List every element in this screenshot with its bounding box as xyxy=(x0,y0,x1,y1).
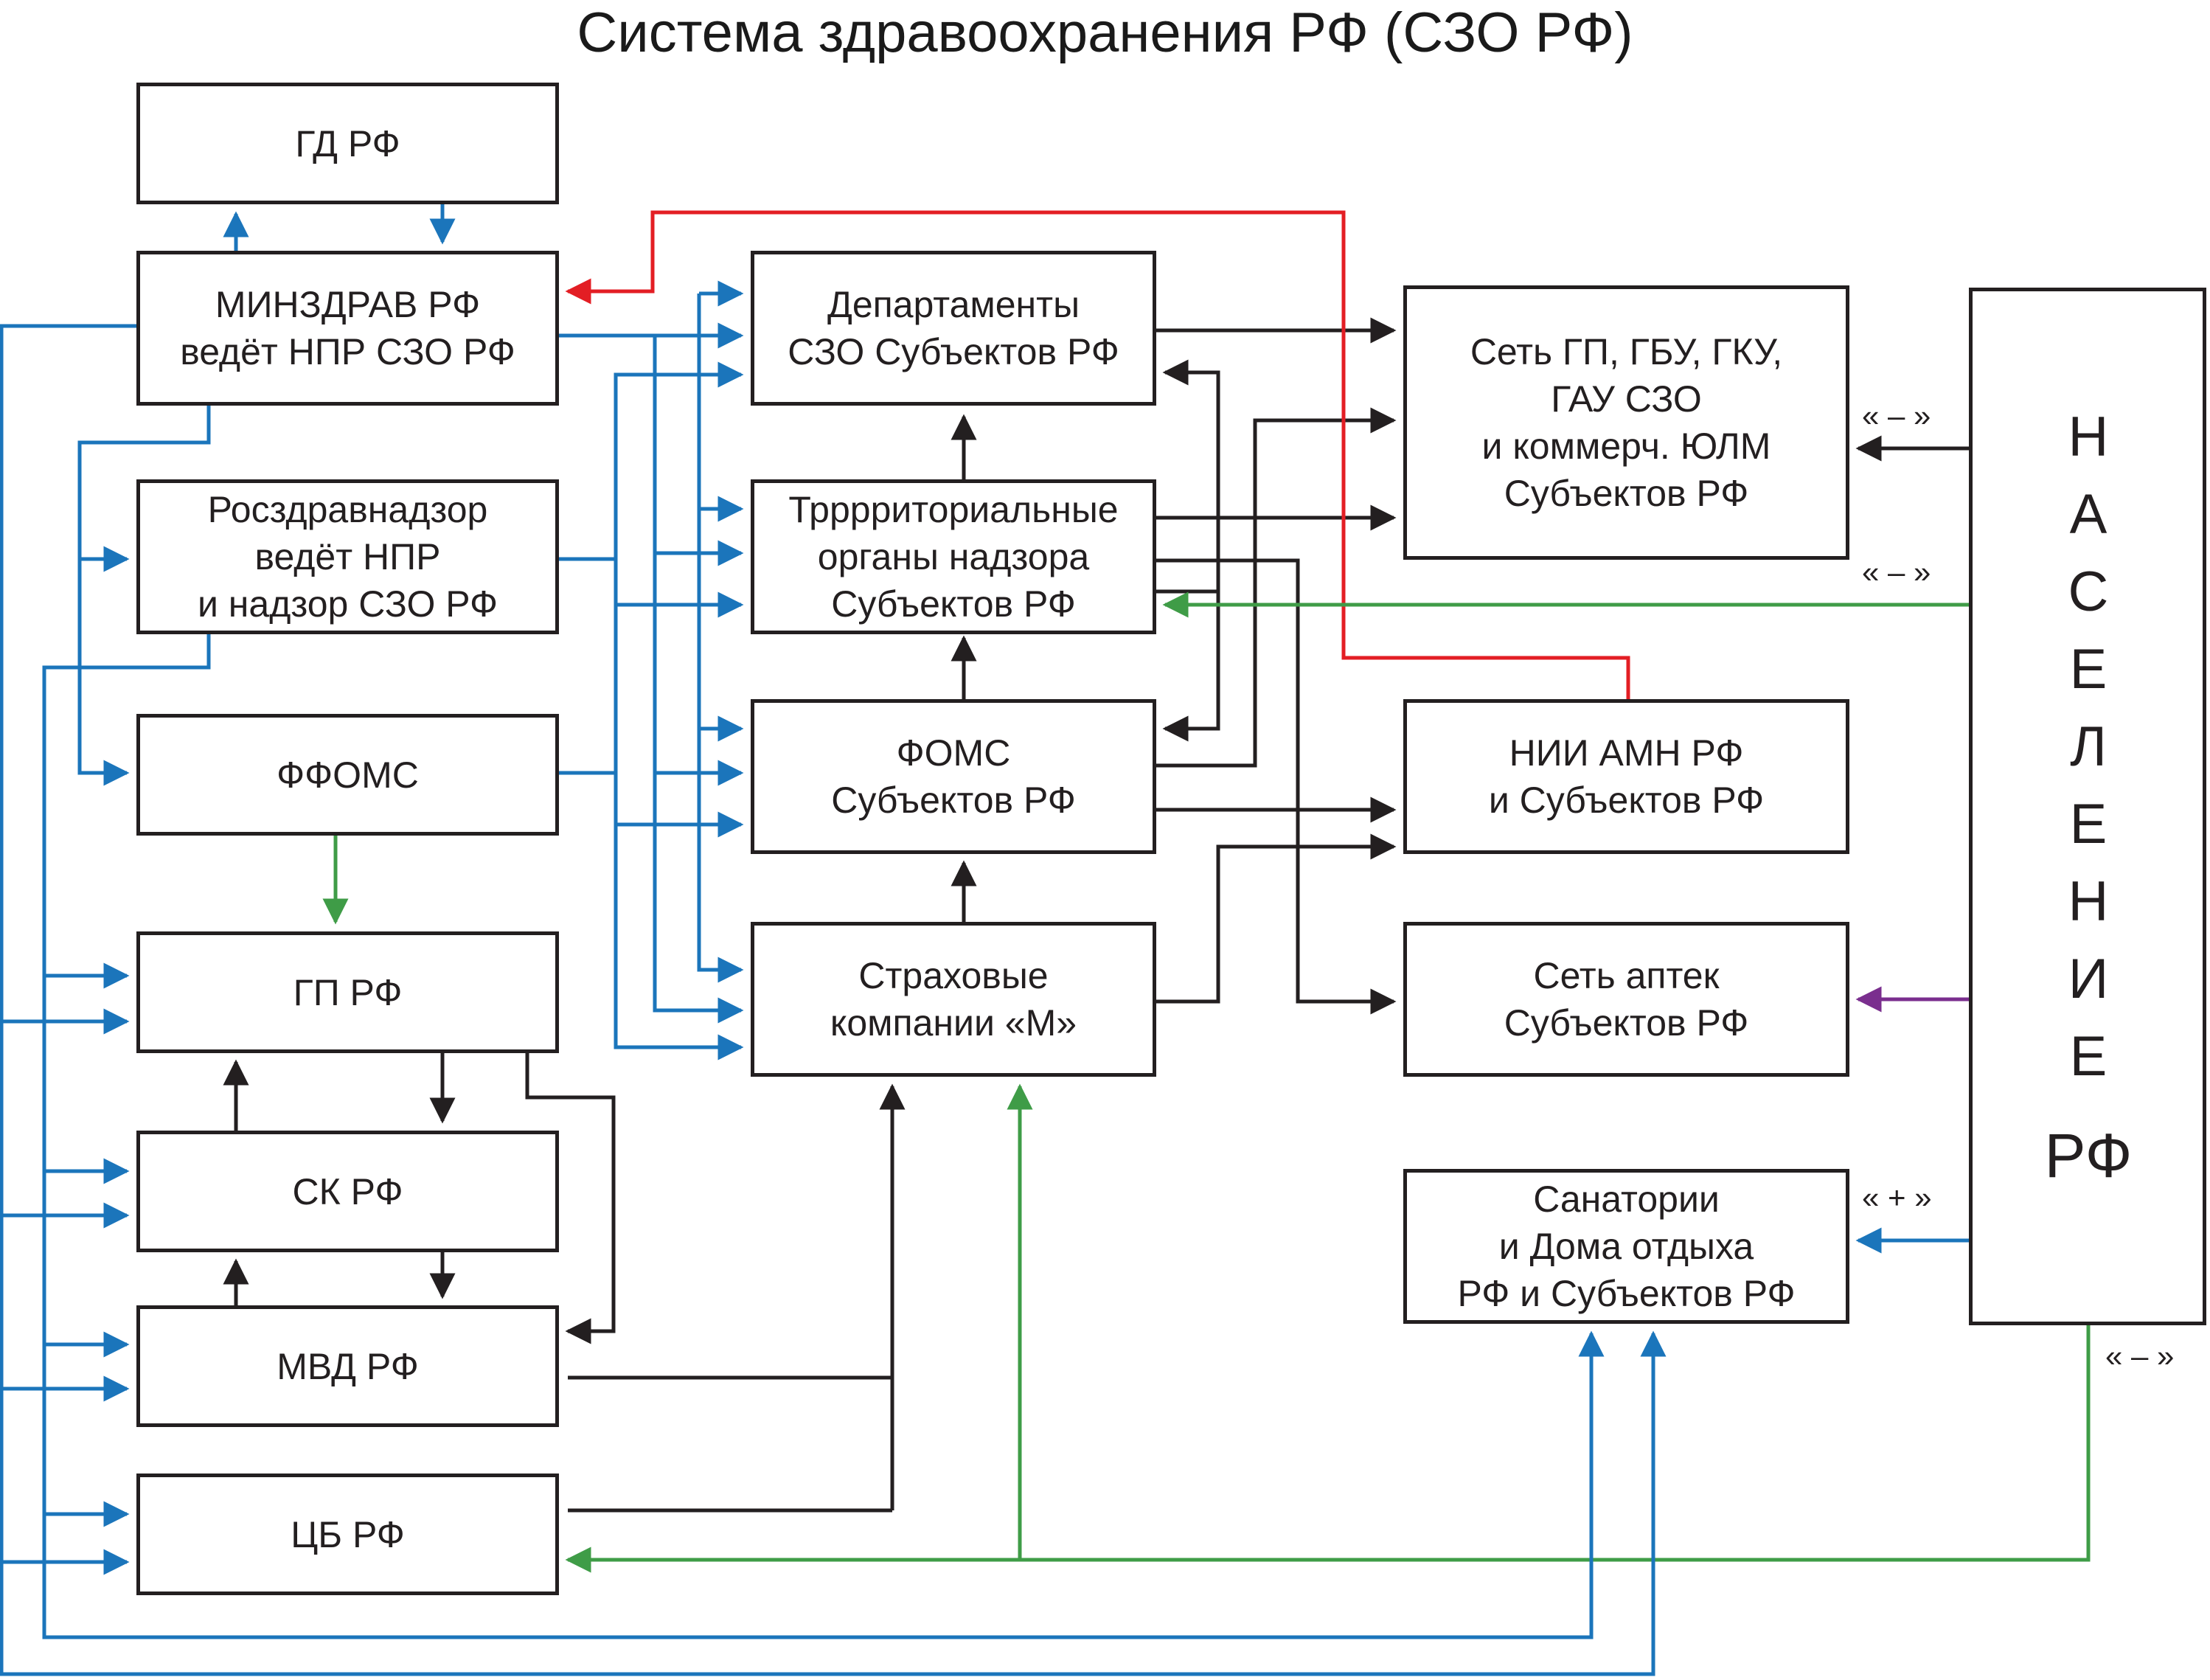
sign-population-to-oversight: « – » xyxy=(1862,555,1931,589)
node-label-line: МВД РФ xyxy=(277,1345,419,1387)
population-letter: С xyxy=(2068,560,2109,623)
blue-connector xyxy=(0,324,1667,1676)
black-connector xyxy=(1156,558,1397,1015)
diagram-title: Система здравоохранения РФ (СЗО РФ) xyxy=(577,1,1633,64)
node-label-line: Субъектов РФ xyxy=(831,780,1076,821)
blue-connector xyxy=(697,294,744,983)
node-label-line: и коммерч. ЮЛМ xyxy=(1481,426,1771,467)
node-label-line: Страховые xyxy=(858,955,1049,996)
node-label-line: ГП РФ xyxy=(293,971,403,1013)
node-sanatoriums: Санатории и Дома отдыха РФ и Субъектов РФ xyxy=(1403,1169,1849,1324)
black-connector xyxy=(1156,359,1220,594)
black-connector xyxy=(1162,591,1220,742)
node-foms: ФОМС Субъектов РФ xyxy=(751,699,1156,854)
population-letter: Е xyxy=(2069,793,2108,855)
population-letter: Н xyxy=(2068,406,2109,468)
node-label-line: Росздравнадзор xyxy=(207,489,488,530)
black-connector xyxy=(1156,407,1397,768)
node-label-line: ведёт НПР СЗО РФ xyxy=(180,331,515,372)
node-label-line: Трррриториальные xyxy=(788,489,1119,530)
node-clinic-network: Сеть ГП, ГБУ, ГКУ, ГАУ СЗО и коммерч. ЮЛМ С… xyxy=(1403,285,1849,560)
sign-population-bottom: « – » xyxy=(2105,1339,2175,1373)
blue-connector xyxy=(614,375,744,1061)
population-letter: Л xyxy=(2070,715,2107,778)
node-label-line: СК РФ xyxy=(292,1170,403,1212)
population-label: Н А С Е Л Е Н И Е РФ xyxy=(1970,398,2206,1195)
node-label-line: и Субъектов РФ xyxy=(1488,780,1765,821)
node-mvd: МВД РФ xyxy=(136,1305,559,1427)
blue-connector xyxy=(42,634,1605,1639)
node-label-line: компании «М» xyxy=(830,1002,1077,1044)
population-letter: А xyxy=(2069,483,2108,546)
population-letter: Е xyxy=(2069,638,2108,701)
node-insurance-companies: Страховые компании «М» xyxy=(751,922,1156,1077)
node-label-line: Субъектов РФ xyxy=(1504,473,1749,514)
node-label-line: Сеть аптек xyxy=(1533,955,1720,996)
population-letter: И xyxy=(2068,948,2109,1010)
node-label-line: Субъектов РФ xyxy=(1504,1002,1749,1044)
population-letter: Е xyxy=(2069,1025,2108,1088)
node-minzdrav: МИНЗДРАВ РФ ведёт НПР СЗО РФ xyxy=(136,251,559,406)
population-letter: Н xyxy=(2068,870,2109,933)
red-connector xyxy=(565,210,1630,699)
node-sk: СК РФ xyxy=(136,1131,559,1252)
node-gp: ГП РФ xyxy=(136,931,559,1053)
black-connector xyxy=(1156,833,1397,1004)
node-label-line: ГАУ СЗО xyxy=(1551,378,1702,420)
node-label-line: и Дома отдыха xyxy=(1498,1226,1754,1267)
node-label-line: РФ и Субъектов РФ xyxy=(1457,1273,1796,1314)
node-label-line: Департаменты xyxy=(827,284,1080,325)
sign-population-to-clinics: « – » xyxy=(1862,398,1931,433)
blue-connector xyxy=(559,361,744,561)
node-cb: ЦБ РФ xyxy=(136,1474,559,1595)
node-gd: ГД РФ xyxy=(136,83,559,204)
node-population xyxy=(1969,288,2206,1325)
node-label-line: СЗО Субъектов РФ xyxy=(788,331,1119,372)
population-suffix: РФ xyxy=(2044,1121,2133,1190)
node-label-line: ЦБ РФ xyxy=(291,1513,405,1555)
sign-population-to-sanatoriums: « + » xyxy=(1862,1180,1932,1215)
green-connector xyxy=(565,1325,2091,1573)
blue-connector xyxy=(77,406,211,786)
node-label-line: Санатории xyxy=(1533,1179,1720,1220)
node-label-line: ведёт НПР xyxy=(254,536,441,577)
node-label-line: Сеть ГП, ГБУ, ГКУ, xyxy=(1470,331,1783,372)
blue-connector xyxy=(653,336,744,1024)
node-label-line: Субъектов РФ xyxy=(831,583,1076,625)
node-label-line: ФФОМС xyxy=(277,754,419,796)
node-research-institutes: НИИ АМН РФ и Субъектов РФ xyxy=(1403,699,1849,854)
node-label-line: ФОМС xyxy=(896,732,1011,774)
node-label-line: и надзор СЗО РФ xyxy=(197,583,498,625)
node-label-line: ГД РФ xyxy=(295,122,400,164)
node-label-line: НИИ АМН РФ xyxy=(1509,732,1744,774)
node-roszdravnadzor: Росздравнадзор ведёт НПР и надзор СЗО РФ xyxy=(136,479,559,634)
node-ffoms: ФФОМС xyxy=(136,714,559,836)
node-label-line: органы надзора xyxy=(817,536,1090,577)
black-connector xyxy=(525,1053,616,1344)
node-label-line: МИНЗДРАВ РФ xyxy=(215,284,481,325)
